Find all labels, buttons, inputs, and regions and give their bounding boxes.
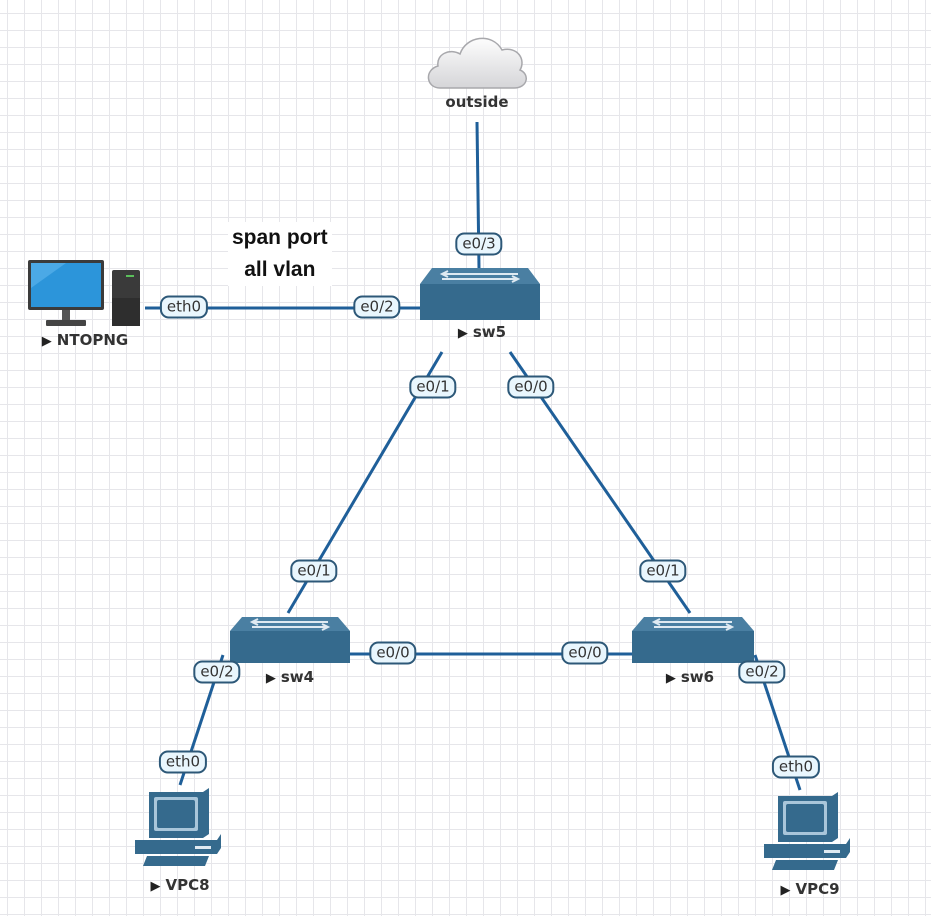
note-line-1: span port <box>232 226 328 249</box>
port-sw5-e01[interactable]: e0/1 <box>409 375 457 399</box>
node-label-vpc8: ▶VPC8 <box>150 876 210 894</box>
play-icon[interactable]: ▶ <box>265 671 276 686</box>
port-ntopng-eth0[interactable]: eth0 <box>159 295 209 319</box>
port-vpc9-eth0[interactable]: eth0 <box>771 755 821 779</box>
port-sw5-e02[interactable]: e0/2 <box>353 295 401 319</box>
cloud-icon[interactable] <box>422 26 532 94</box>
port-sw4-e02[interactable]: e0/2 <box>193 660 241 684</box>
switch-icon[interactable] <box>420 266 540 322</box>
vpc-icon[interactable] <box>133 786 223 868</box>
node-label-sw5: ▶sw5 <box>457 323 507 341</box>
node-label-vpc9: ▶VPC9 <box>780 880 840 898</box>
play-icon[interactable]: ▶ <box>780 883 791 898</box>
node-label-sw4: ▶sw4 <box>265 668 315 686</box>
switch-icon[interactable] <box>230 615 350 663</box>
play-icon[interactable]: ▶ <box>665 671 676 686</box>
play-icon[interactable]: ▶ <box>150 879 161 894</box>
port-vpc8-eth0[interactable]: eth0 <box>158 750 208 774</box>
note-line-2: all vlan <box>244 258 316 281</box>
port-sw6-e02[interactable]: e0/2 <box>738 660 786 684</box>
switch-icon[interactable] <box>632 615 754 663</box>
port-sw6-e00[interactable]: e0/0 <box>561 641 609 665</box>
port-sw4-e00[interactable]: e0/0 <box>369 641 417 665</box>
port-sw5-e03[interactable]: e0/3 <box>455 232 503 256</box>
port-sw5-e00[interactable]: e0/0 <box>507 375 555 399</box>
port-sw4-e01[interactable]: e0/1 <box>290 559 338 583</box>
node-label-outside: outside <box>445 93 509 111</box>
play-icon[interactable]: ▶ <box>41 334 52 349</box>
play-icon[interactable]: ▶ <box>457 326 468 341</box>
desktop-computer-icon[interactable] <box>26 258 146 330</box>
port-sw6-e01[interactable]: e0/1 <box>639 559 687 583</box>
node-label-sw6: ▶sw6 <box>665 668 715 686</box>
vpc-icon[interactable] <box>762 790 852 872</box>
node-label-ntopng: ▶NTOPNG <box>41 331 129 349</box>
span-port-note: span port all vlan <box>228 222 332 286</box>
